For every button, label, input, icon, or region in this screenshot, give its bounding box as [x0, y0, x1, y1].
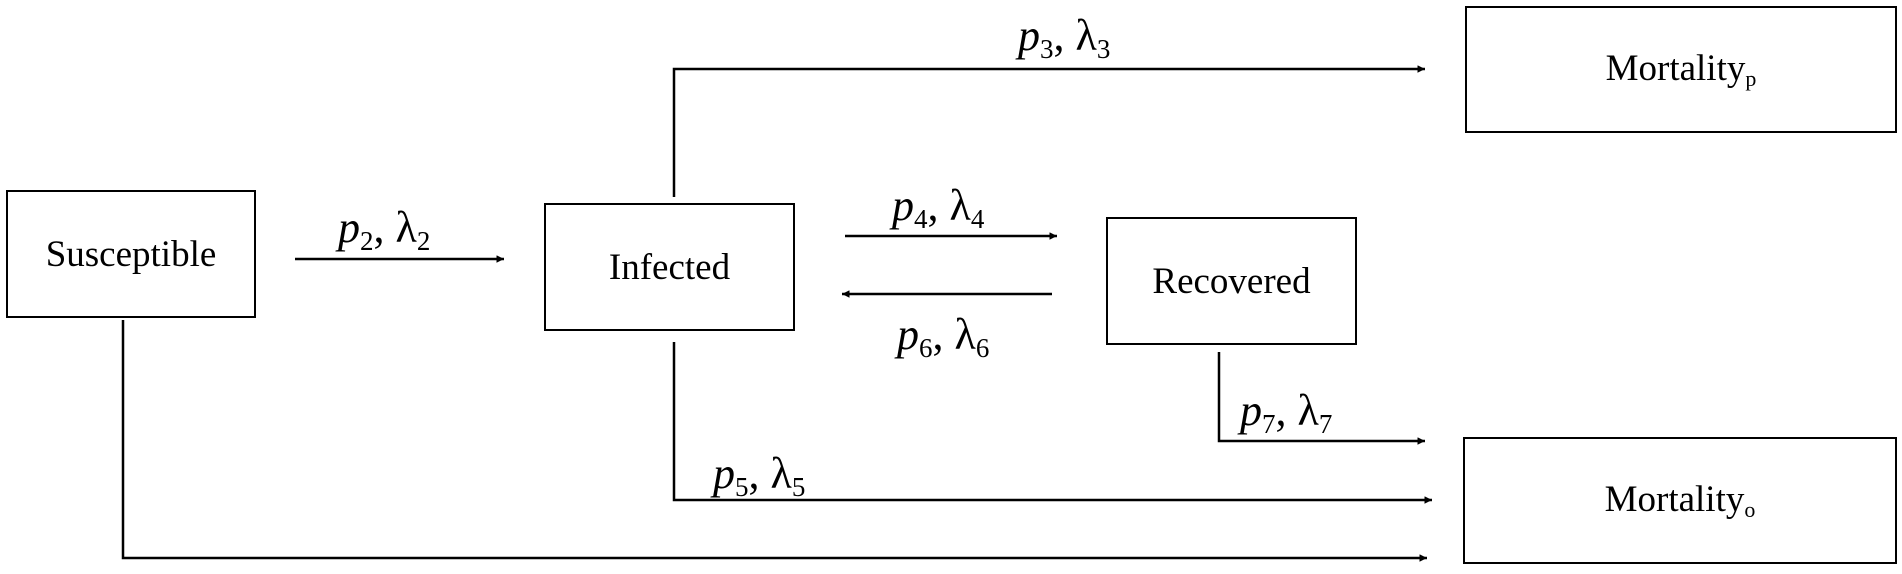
mortality-p-box: Mortalityp [1465, 6, 1897, 133]
susceptible-label: Susceptible [45, 233, 217, 275]
edge-label-4: p4, λ4 [892, 181, 985, 234]
edge-label-6: p6, λ6 [897, 310, 990, 363]
edge-label-3: p3, λ3 [1018, 11, 1111, 64]
recovered-label: Recovered [1152, 260, 1311, 302]
arrow-recovered-to-mortality-o [1217, 352, 1425, 445]
edge-label-7: p7, λ7 [1240, 386, 1333, 439]
arrow-infected-to-mortality-p [672, 65, 1425, 197]
infected-box: Infected [544, 203, 795, 331]
arrow-infected-to-mortality-o [672, 342, 1432, 504]
recovered-box: Recovered [1106, 217, 1357, 345]
mortality-o-box: Mortalityo [1463, 437, 1897, 564]
mortality-p-label: Mortalityp [1605, 48, 1757, 91]
mortality-o-label: Mortalityo [1604, 479, 1756, 522]
edge-label-2: p2, λ2 [338, 203, 431, 256]
infected-label: Infected [608, 246, 731, 288]
edge-label-5: p5, λ5 [713, 449, 806, 502]
susceptible-box: Susceptible [6, 190, 256, 318]
arrow-susceptible-to-mortality-o [121, 320, 1427, 562]
